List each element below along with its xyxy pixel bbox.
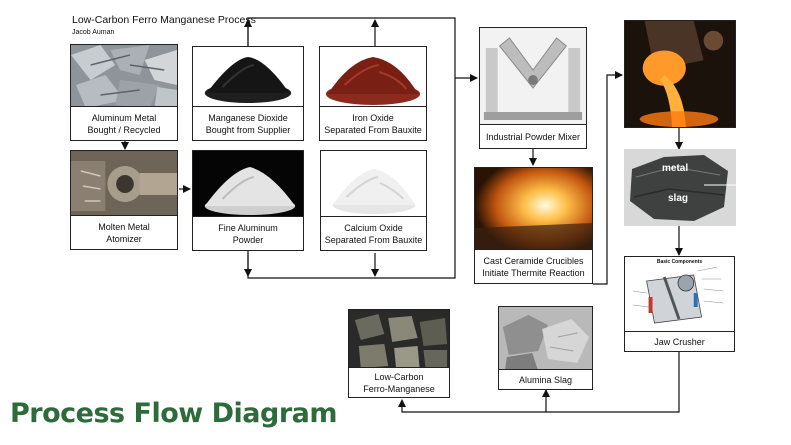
node-powder-mixer: Industrial Powder Mixer: [479, 27, 587, 149]
node-crucibles: Cast Ceramide Crucibles Initiate Thermit…: [474, 167, 593, 284]
node-label: Industrial Powder Mixer: [480, 124, 586, 148]
ferro-manganese-photo: [349, 310, 449, 369]
node-manganese-dioxide: Manganese Dioxide Bought from Supplier: [192, 46, 304, 141]
node-label: Cast Ceramide Crucibles Initiate Thermit…: [475, 249, 592, 283]
line-crucibles-to-pour: [593, 71, 623, 285]
node-ferro-manganese: Low-Carbon Ferro-Manganese: [348, 309, 450, 398]
line-crusher-output: [398, 352, 680, 413]
metal-slag-photo: metal slag: [624, 149, 736, 226]
node-fine-aluminum: Fine Aluminum Powder: [192, 150, 304, 251]
node-label: Alumina Slag: [499, 369, 592, 389]
slag-label: slag: [668, 193, 689, 204]
node-label: Molten Metal Atomizer: [71, 215, 177, 249]
aluminum-powder-photo: [193, 151, 303, 218]
basic-components-label: Basic Components: [656, 259, 703, 265]
node-label: Fine Aluminum Powder: [193, 216, 303, 250]
node-label: Manganese Dioxide Bought from Supplier: [193, 106, 303, 140]
manganese-dioxide-photo: [193, 47, 303, 108]
node-label: Jaw Crusher: [625, 331, 734, 351]
node-alumina-slag: Alumina Slag: [498, 306, 593, 390]
node-atomizer: Molten Metal Atomizer: [70, 150, 178, 250]
powder-mixer-photo: [480, 28, 586, 126]
node-label: Aluminum Metal Bought / Recycled: [71, 106, 177, 140]
alumina-slag-photo: [499, 307, 592, 371]
diagram-title: Low-Carbon Ferro Manganese Process: [72, 14, 256, 26]
aluminum-scrap-photo: [71, 45, 177, 108]
jaw-crusher-diagram: [625, 257, 734, 333]
node-label: Iron Oxide Separated From Bauxite: [320, 106, 426, 140]
iron-oxide-photo: [320, 47, 426, 108]
node-label: Low-Carbon Ferro-Manganese: [349, 367, 449, 397]
node-iron-oxide: Iron Oxide Separated From Bauxite: [319, 46, 427, 141]
page-heading: Process Flow Diagram: [10, 398, 338, 429]
node-jaw-crusher: Basic Components Jaw Crusher: [624, 256, 735, 352]
thermite-reaction-photo: [475, 168, 592, 251]
atomizer-photo: [71, 151, 177, 217]
molten-pour-photo: [624, 20, 736, 128]
metal-label: metal: [662, 163, 689, 174]
node-label: Calcium Oxide Separated From Bauxite: [321, 216, 426, 250]
diagram-author: Jacob Auman: [72, 29, 115, 36]
node-aluminum-metal: Aluminum Metal Bought / Recycled: [70, 44, 178, 141]
calcium-oxide-photo: [321, 151, 426, 218]
node-calcium-oxide: Calcium Oxide Separated From Bauxite: [320, 150, 427, 251]
